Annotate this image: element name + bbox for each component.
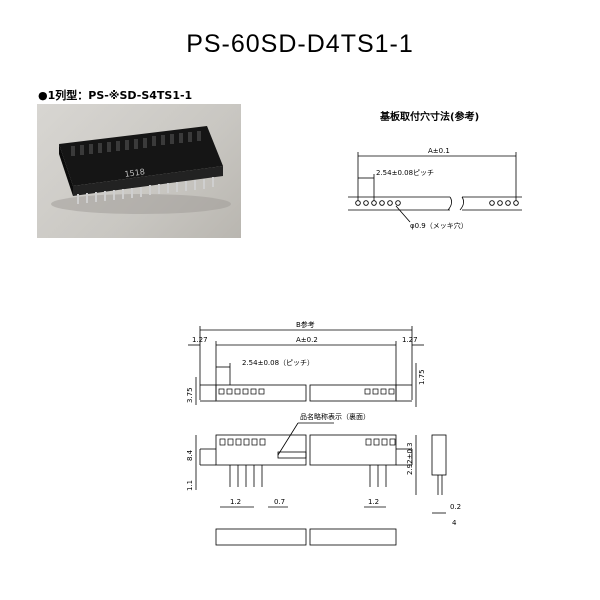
dim-pin-length: 1.1 (186, 480, 194, 491)
dim-a: A±0.2 (296, 336, 318, 344)
dim-height-right: 1.75 (418, 369, 426, 385)
marking-note: 品名略称表示（裏面） (300, 412, 370, 421)
dim-pin-width-left: 1.2 (230, 498, 241, 506)
dim-b-ref: B参考 (296, 320, 315, 329)
photo-marking: 1518 (124, 167, 145, 179)
product-photo: 1518 (37, 104, 241, 238)
dim-side-width: 4 (452, 519, 457, 527)
hole-pattern-title: 基板取付穴寸法(参考) (380, 112, 480, 123)
dim-right-margin: 1.27 (402, 336, 418, 344)
dim-pin-width-right: 1.2 (368, 498, 379, 506)
dim-pitch: 2.54±0.08（ピッチ） (242, 359, 314, 367)
dim-height-left: 3.75 (186, 387, 194, 403)
dim-left-margin: 1.27 (192, 336, 208, 344)
hole-dim-a: A±0.1 (428, 147, 450, 155)
dim-gap: 0.7 (274, 498, 285, 506)
hole-pattern-drawing: A±0.1 2.54±0.08ピッチ φ0.9（メッキ穴） (348, 147, 522, 230)
photo-label: ●1列型：PS-※SD-S4TS1-1 (38, 89, 193, 102)
page-title: PS-60SD-D4TS1-1 (186, 30, 414, 58)
dim-body-height: 8.4 (186, 449, 194, 461)
hole-pitch: 2.54±0.08ピッチ (376, 169, 434, 177)
dimension-drawing: B参考 A±0.2 2.54±0.08（ピッチ） 1.27 1.27 3.75 … (186, 320, 461, 546)
dim-side-height: 2.92±0.3 (406, 442, 414, 475)
dim-side-pin: 0.2 (450, 503, 461, 511)
hole-size: φ0.9（メッキ穴） (410, 221, 468, 230)
